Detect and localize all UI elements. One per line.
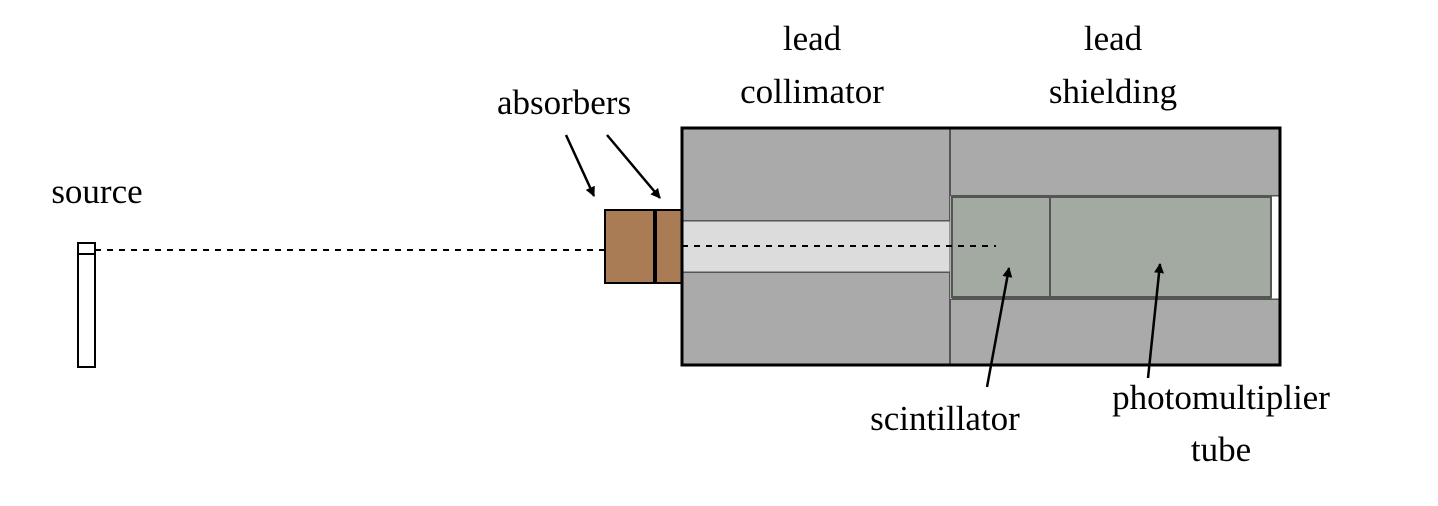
lead-shielding-label-line1: lead [1084,19,1143,58]
absorber-arrow-1 [564,134,596,197]
scintillator-crystal [951,196,1051,298]
scintillator-arrow [985,267,1013,388]
source [77,242,96,368]
absorbers [604,209,683,284]
lead-shielding-label-line2: shielding [1049,72,1177,111]
source-holder [77,242,96,368]
collimator-top [681,127,951,222]
collimator-bottom [681,271,951,366]
lead-collimator-label-line2: collimator [740,72,884,111]
housing-outline [680,126,1282,367]
pmt-label-line2: tube [1191,430,1251,469]
pmt-arrow [1146,263,1165,379]
photomultiplier-tube [1049,196,1272,298]
absorbers-label: absorbers [497,83,631,122]
shielding-top [949,127,1281,197]
pmt-label-line1: photomultiplier [1112,378,1330,417]
shielding-bottom [949,298,1281,366]
source-sample [77,242,96,255]
absorber-1 [604,209,655,284]
absorber-2 [653,209,683,284]
lead-collimator-label-line1: lead [783,19,842,58]
source-label: source [51,172,142,211]
absorber-arrow-2 [606,134,661,199]
scintillator-label: scintillator [870,399,1020,438]
